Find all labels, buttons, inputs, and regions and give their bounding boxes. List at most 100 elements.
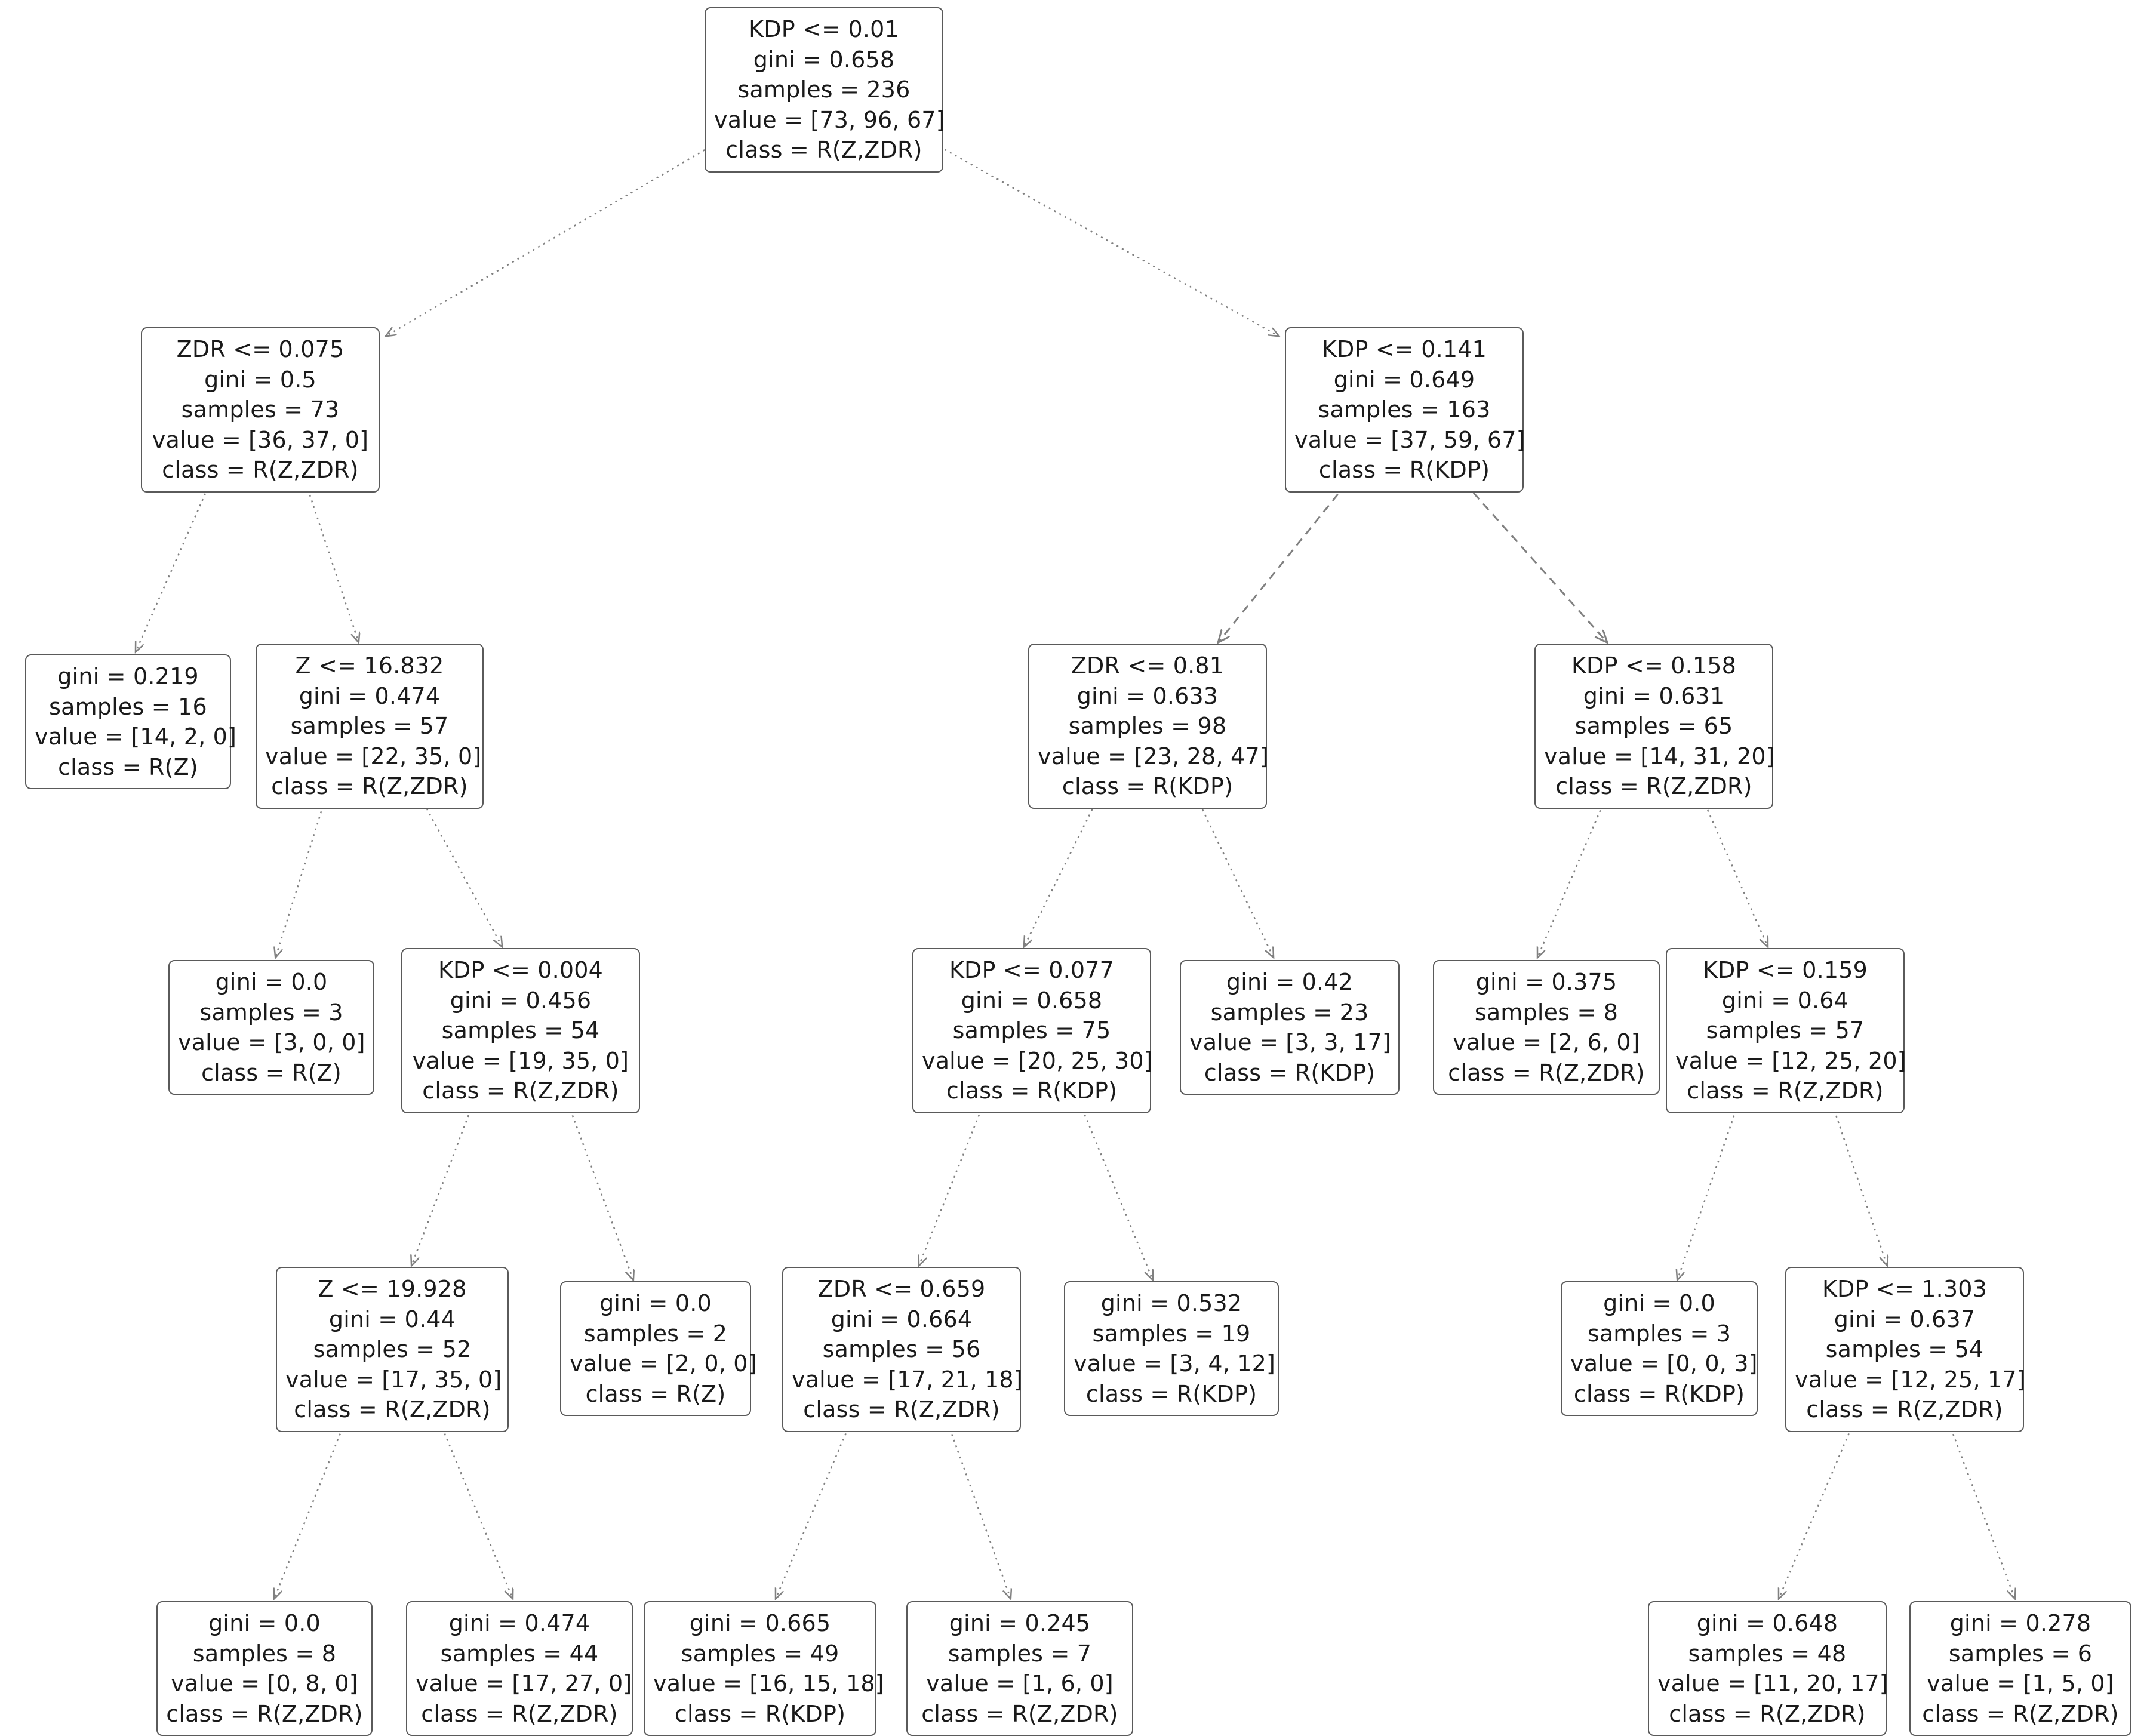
node-class-text: class = R(Z,ZDR) (162, 457, 359, 484)
node-gini-text: gini = 0.245 (949, 1610, 1091, 1636)
node-samples-text: samples = 44 (440, 1640, 599, 1667)
node-value-text: value = [20, 25, 30] (922, 1047, 1153, 1074)
node-gini-text: gini = 0.658 (753, 46, 895, 73)
node-condition-text: KDP <= 0.004 (438, 957, 604, 983)
node-value-text: value = [2, 6, 0] (1453, 1029, 1640, 1056)
node-class-text: class = R(KDP) (946, 1078, 1118, 1104)
node-samples-text: samples = 49 (681, 1640, 839, 1667)
node-class-text: class = R(Z,ZDR) (921, 1700, 1118, 1727)
node-samples-text: samples = 48 (1688, 1640, 1847, 1667)
node-samples-text: samples = 23 (1210, 999, 1369, 1026)
node-value-text: value = [3, 4, 12] (1074, 1350, 1276, 1377)
node-class-text: class = R(Z) (201, 1059, 342, 1086)
node-gini-text: gini = 0.664 (831, 1306, 973, 1332)
node-class-text: class = R(Z,ZDR) (1806, 1396, 2003, 1423)
node-gini-text: gini = 0.0 (599, 1290, 712, 1316)
node-gini-text: gini = 0.648 (1696, 1610, 1838, 1636)
node-class-text: class = R(Z,ZDR) (271, 773, 468, 800)
node-gini-text: gini = 0.665 (689, 1610, 831, 1636)
node-value-text: value = [3, 3, 17] (1189, 1029, 1392, 1056)
node-samples-text: samples = 236 (737, 76, 911, 103)
node-value-text: value = [23, 28, 47] (1038, 743, 1269, 769)
node-value-text: value = [1, 6, 0] (926, 1670, 1114, 1697)
node-class-text: class = R(Z,ZDR) (166, 1700, 363, 1727)
node-value-text: value = [12, 25, 20] (1675, 1047, 1906, 1074)
node-gini-text: gini = 0.219 (57, 663, 199, 690)
node-gini-text: gini = 0.44 (328, 1306, 456, 1332)
node-value-text: value = [17, 35, 0] (285, 1366, 502, 1393)
node-samples-text: samples = 2 (583, 1320, 728, 1347)
node-class-text: class = R(KDP) (1318, 457, 1490, 484)
node-class-text: class = R(Z,ZDR) (1448, 1059, 1645, 1086)
tree-leaf-node: gini = 0.219 samples = 16 value = [14, 2, … (25, 654, 237, 790)
node-class-text: class = R(Z,ZDR) (1555, 773, 1752, 800)
node-class-text: class = R(Z) (585, 1380, 726, 1407)
node-class-text: class = R(KDP) (1085, 1380, 1257, 1407)
node-gini-text: gini = 0.456 (450, 987, 592, 1014)
node-samples-text: samples = 7 (948, 1640, 1092, 1667)
node-value-text: value = [14, 31, 20] (1544, 743, 1775, 769)
node-samples-text: samples = 8 (192, 1640, 337, 1667)
node-samples-text: samples = 19 (1092, 1320, 1251, 1347)
node-condition-text: KDP <= 0.01 (749, 16, 899, 42)
node-condition-text: ZDR <= 0.81 (1071, 652, 1225, 679)
node-gini-text: gini = 0.64 (1721, 987, 1849, 1014)
node-condition-text: KDP <= 0.158 (1571, 652, 1737, 679)
node-samples-text: samples = 54 (441, 1017, 600, 1044)
node-value-text: value = [0, 0, 3] (1570, 1350, 1758, 1377)
node-gini-text: gini = 0.633 (1076, 682, 1219, 709)
node-gini-text: gini = 0.658 (961, 987, 1103, 1014)
node-value-text: value = [17, 27, 0] (416, 1670, 632, 1697)
node-value-text: value = [12, 25, 17] (1795, 1366, 2026, 1393)
node-class-text: class = R(Z,ZDR) (725, 137, 922, 164)
node-samples-text: samples = 16 (49, 693, 207, 720)
node-value-text: value = [3, 0, 0] (178, 1029, 365, 1056)
tree-leaf-node: gini = 0.42 samples = 23 value = [3, 3, 17… (1180, 960, 1400, 1095)
node-gini-text: gini = 0.631 (1583, 682, 1725, 709)
node-samples-text: samples = 54 (1825, 1336, 1984, 1363)
tree-leaf-node: gini = 0.0 samples = 2 value = [2, 0, 0] cl… (560, 1281, 757, 1417)
node-samples-text: samples = 56 (822, 1336, 981, 1363)
node-samples-text: samples = 52 (313, 1336, 472, 1363)
node-value-text: value = [22, 35, 0] (265, 743, 482, 769)
tree-leaf-node: gini = 0.0 samples = 3 value = [0, 0, 3] cl… (1561, 1281, 1758, 1417)
node-samples-text: samples = 57 (290, 713, 449, 740)
node-class-text: class = R(Z,ZDR) (1669, 1700, 1866, 1727)
node-gini-text: gini = 0.474 (299, 682, 441, 709)
node-class-text: class = R(Z) (58, 753, 198, 780)
node-value-text: value = [2, 0, 0] (570, 1350, 757, 1377)
node-class-text: class = R(KDP) (1573, 1380, 1745, 1407)
node-condition-text: ZDR <= 0.659 (817, 1276, 986, 1302)
node-gini-text: gini = 0.0 (1603, 1290, 1715, 1316)
node-class-text: class = R(Z,ZDR) (294, 1396, 491, 1423)
node-samples-text: samples = 73 (181, 396, 340, 423)
tree-edge (928, 140, 1278, 335)
node-condition-text: KDP <= 1.303 (1822, 1276, 1988, 1302)
node-value-text: value = [14, 2, 0] (35, 724, 237, 750)
node-gini-text: gini = 0.5 (204, 366, 316, 393)
node-gini-text: gini = 0.0 (215, 969, 328, 995)
node-samples-text: samples = 3 (1587, 1320, 1731, 1347)
node-class-text: class = R(Z,ZDR) (421, 1700, 618, 1727)
node-gini-text: gini = 0.42 (1226, 969, 1354, 995)
node-class-text: class = R(Z,ZDR) (422, 1078, 619, 1104)
